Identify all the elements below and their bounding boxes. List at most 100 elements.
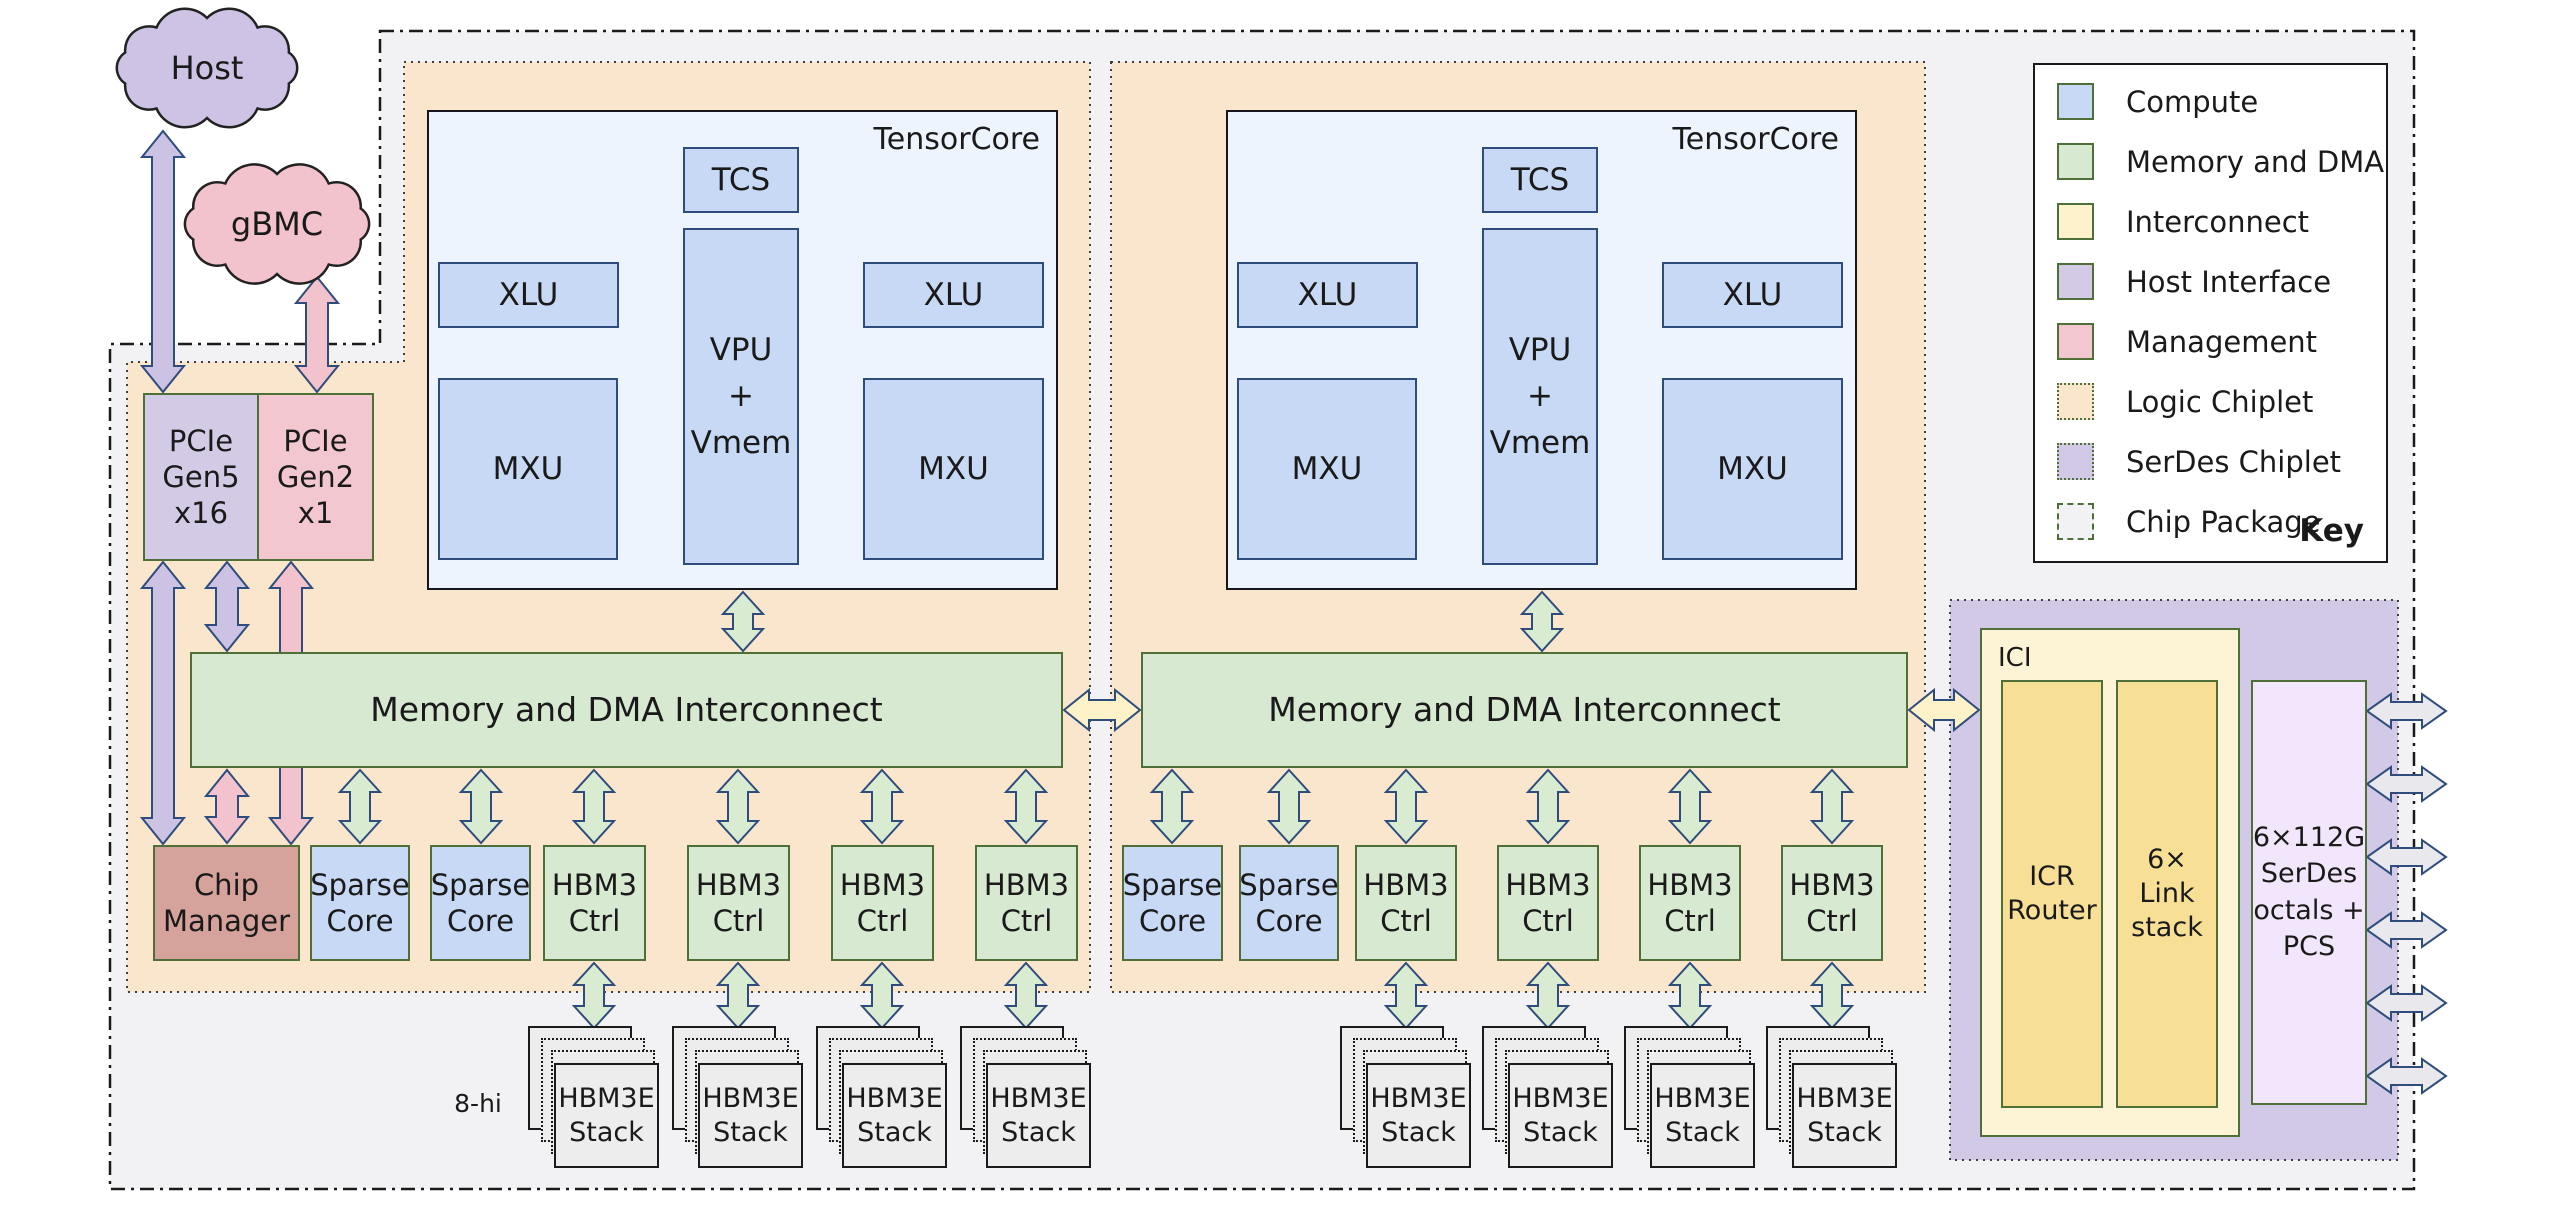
pcie-gen2-box: PCIe Gen2 x1 xyxy=(257,393,374,561)
arrow-interconnect2-sparse-core-1 xyxy=(1149,768,1195,845)
mxu-box-1-right: MXU xyxy=(863,378,1044,560)
arrow-serdes-external-3 xyxy=(2365,838,2448,876)
hbm3-ctrl-1-2: HBM3 Ctrl xyxy=(687,845,790,961)
vpu-vmem-box-2: VPU + Vmem xyxy=(1482,228,1598,565)
legend-swatch xyxy=(2057,383,2094,420)
arrow-serdes-external-6 xyxy=(2365,1057,2448,1095)
arrow-pcie-gen5-chip-manager xyxy=(139,560,187,846)
legend-swatch xyxy=(2057,443,2094,480)
stack-height-label: 8-hi xyxy=(454,1088,502,1118)
hbm3e-stack-front: HBM3E Stack xyxy=(1508,1063,1613,1168)
hbm3-ctrl-1-4: HBM3 Ctrl xyxy=(975,845,1078,961)
legend-label: Compute xyxy=(2126,84,2259,119)
link-stack-box: 6× Link stack xyxy=(2116,680,2218,1108)
sparse-core-1-1: Sparse Core xyxy=(310,845,410,961)
legend-item-compute: Compute xyxy=(2057,83,2386,120)
legend-label: SerDes Chiplet xyxy=(2126,444,2342,479)
legend-item-management: Management xyxy=(2057,323,2386,360)
arrow-interconnect1-hbm3-ctrl-1 xyxy=(571,768,617,845)
arrow-interconnect2-hbm3-ctrl-4 xyxy=(1809,768,1855,845)
legend-swatch xyxy=(2057,263,2094,300)
xlu-box-2-right: XLU xyxy=(1662,262,1843,328)
legend-swatch xyxy=(2057,203,2094,240)
vpu-vmem-box-1: VPU + Vmem xyxy=(683,228,799,565)
ici-label: ICI xyxy=(1998,643,2032,673)
legend-item-logic-chiplet: Logic Chiplet xyxy=(2057,383,2386,420)
hbm3-ctrl-2-1: HBM3 Ctrl xyxy=(1355,845,1457,961)
sparse-core-2-2: Sparse Core xyxy=(1239,845,1339,961)
hbm3e-stack-front: HBM3E Stack xyxy=(554,1063,659,1168)
hbm3-ctrl-2-2: HBM3 Ctrl xyxy=(1497,845,1599,961)
legend-label: Chip Package xyxy=(2126,504,2321,539)
tcs-box-2: TCS xyxy=(1482,147,1598,213)
legend-item-serdes-chiplet: SerDes Chiplet xyxy=(2057,443,2386,480)
legend-item-host-interface: Host Interface xyxy=(2057,263,2386,300)
host-cloud xyxy=(115,7,299,129)
arrow-interconnect1-hbm3-ctrl-4 xyxy=(1003,768,1049,845)
legend-item-chip-package: Chip Package xyxy=(2057,503,2386,540)
arrow-interconnect1-hbm3-ctrl-2 xyxy=(715,768,761,845)
tensorcore-1-label: TensorCore xyxy=(873,122,1040,157)
arrow-tensorcore1-interconnect1 xyxy=(720,590,766,653)
hbm3e-stack-front: HBM3E Stack xyxy=(1792,1063,1897,1168)
arrow-host-pcie-gen5 xyxy=(139,129,187,394)
legend-item-interconnect: Interconnect xyxy=(2057,203,2386,240)
arrow-pcie-gen5-interconnect1 xyxy=(203,560,251,653)
arrow-interconnect1-sparse-core-1 xyxy=(337,768,383,845)
legend-swatch xyxy=(2057,83,2094,120)
mxu-box-2-left: MXU xyxy=(1237,378,1417,560)
hbm3-ctrl-1-1: HBM3 Ctrl xyxy=(543,845,646,961)
hbm3e-stack-front: HBM3E Stack xyxy=(842,1063,947,1168)
arrow-tensorcore2-interconnect2 xyxy=(1519,590,1565,653)
hbm3-ctrl-2-4: HBM3 Ctrl xyxy=(1781,845,1883,961)
sparse-core-2-1: Sparse Core xyxy=(1122,845,1223,961)
host-cloud-label: Host xyxy=(170,49,244,87)
serdes-octals-box: 6×112G SerDes octals + PCS xyxy=(2251,680,2367,1105)
mxu-box-2-right: MXU xyxy=(1662,378,1843,560)
memory-dma-interconnect-1: Memory and DMA Interconnect xyxy=(190,652,1063,768)
sparse-core-1-2: Sparse Core xyxy=(430,845,531,961)
arrow-chip-manager-interconnect1 xyxy=(203,768,251,845)
legend-label: Host Interface xyxy=(2126,264,2332,299)
hbm3-ctrl-2-3: HBM3 Ctrl xyxy=(1639,845,1741,961)
gbmc-cloud-label: gBMC xyxy=(230,205,324,243)
arrow-interconnect1-hbm3-ctrl-3 xyxy=(859,768,905,845)
icr-router-box: ICR Router xyxy=(2001,680,2103,1108)
legend-label: Management xyxy=(2126,324,2318,359)
hbm3-ctrl-1-3: HBM3 Ctrl xyxy=(831,845,934,961)
arrow-interconnect1-interconnect2 xyxy=(1062,687,1142,733)
legend-swatch xyxy=(2057,503,2094,540)
legend-item-memory-and-dma: Memory and DMA xyxy=(2057,143,2386,180)
arrow-serdes-external-5 xyxy=(2365,984,2448,1022)
hbm3e-stack-front: HBM3E Stack xyxy=(1650,1063,1755,1168)
chip-manager-box: Chip Manager xyxy=(153,845,300,961)
legend-label: Logic Chiplet xyxy=(2126,384,2314,419)
xlu-box-1-left: XLU xyxy=(438,262,619,328)
arrow-serdes-external-1 xyxy=(2365,692,2448,730)
hbm3e-stack-front: HBM3E Stack xyxy=(986,1063,1091,1168)
arrow-interconnect2-hbm3-ctrl-3 xyxy=(1667,768,1713,845)
arrow-serdes-external-2 xyxy=(2365,765,2448,803)
arrow-interconnect1-sparse-core-2 xyxy=(458,768,504,845)
mxu-box-1-left: MXU xyxy=(438,378,618,560)
arrow-serdes-external-4 xyxy=(2365,911,2448,949)
gbmc-cloud xyxy=(183,163,371,285)
xlu-box-1-right: XLU xyxy=(863,262,1044,328)
legend-label: Memory and DMA xyxy=(2126,144,2385,179)
legend-swatch xyxy=(2057,323,2094,360)
tcs-box-1: TCS xyxy=(683,147,799,213)
legend-title: Key xyxy=(2299,513,2364,549)
legend-label: Interconnect xyxy=(2126,204,2310,239)
memory-dma-interconnect-2: Memory and DMA Interconnect xyxy=(1141,652,1908,768)
arrow-interconnect2-hbm3-ctrl-2 xyxy=(1525,768,1571,845)
legend-swatch xyxy=(2057,143,2094,180)
hbm3e-stack-front: HBM3E Stack xyxy=(1366,1063,1471,1168)
xlu-box-2-left: XLU xyxy=(1237,262,1418,328)
tensorcore-2-label: TensorCore xyxy=(1672,122,1839,157)
arrow-gbmc-pcie-gen2 xyxy=(293,275,341,394)
arrow-interconnect2-ici xyxy=(1907,687,1981,733)
pcie-gen5-box: PCIe Gen5 x16 xyxy=(143,393,259,561)
